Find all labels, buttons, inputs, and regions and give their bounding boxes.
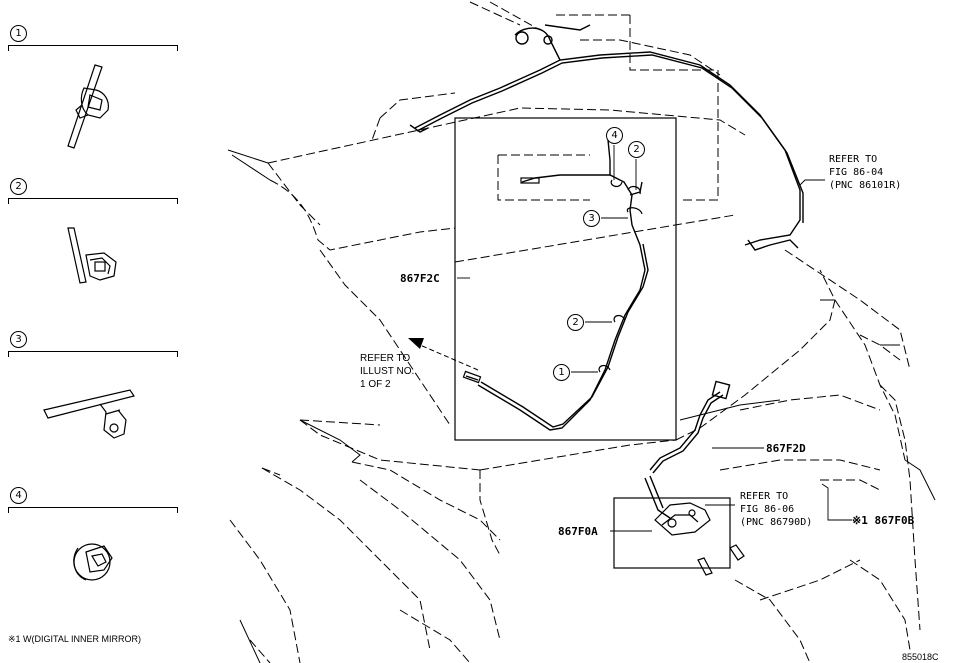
part-label-867f2d: 867F2D xyxy=(766,442,806,455)
legend-item-3: 3 xyxy=(8,331,178,357)
inner-wire-clamps xyxy=(462,177,643,384)
footnote: ※1 W(DIGITAL INNER MIRROR) xyxy=(8,634,142,644)
back-camera-assembly xyxy=(654,502,745,576)
detail-box-inner-wiring xyxy=(454,117,677,441)
roof-wire-harness xyxy=(409,24,804,251)
part-label-867f0a: 867F0A xyxy=(558,525,598,538)
legend-item-2: 2 xyxy=(8,178,178,204)
refer-arrow-illust xyxy=(419,344,479,371)
legend-number-2: 2 xyxy=(10,178,27,195)
callout-2-lower: 2 xyxy=(567,314,584,331)
refer-note-illust: REFER TO ILLUST NO. 1 OF 2 xyxy=(360,353,415,390)
callout-2-upper: 2 xyxy=(628,141,645,158)
part-label-867f2c: 867F2C xyxy=(400,272,440,285)
callout-3: 3 xyxy=(583,210,600,227)
callout-1: 1 xyxy=(553,364,570,381)
part-label-867f0b: ※1 867F0B xyxy=(852,514,915,527)
wire-867f2c xyxy=(465,139,649,431)
legend-clip-4-drawing xyxy=(73,543,113,581)
legend-number-4: 4 xyxy=(10,487,27,504)
refer-note-fig-86-06: REFER TO FIG 86-06 (PNC 86790D) xyxy=(740,491,813,528)
refer-arrowhead xyxy=(408,338,424,349)
detail-box-camera xyxy=(613,497,731,569)
callout-4: 4 xyxy=(606,127,623,144)
legend-number-1: 1 xyxy=(10,25,27,42)
legend-item-1: 1 xyxy=(8,25,178,51)
legend-clip-3-drawing xyxy=(43,389,135,439)
legend-item-4: 4 xyxy=(8,487,178,513)
detail-box-upper xyxy=(497,14,719,201)
vehicle-body-outline xyxy=(229,1,921,663)
legend-clip-2-drawing xyxy=(67,227,117,284)
wire-867f2d xyxy=(644,380,731,519)
leader-lines xyxy=(457,179,852,532)
drawing-code: 855018C xyxy=(902,652,939,662)
legend-number-3: 3 xyxy=(10,331,27,348)
refer-note-fig-86-04: REFER TO FIG 86-04 (PNC 86101R) xyxy=(829,154,902,191)
legend-clip-1-drawing xyxy=(67,64,109,149)
